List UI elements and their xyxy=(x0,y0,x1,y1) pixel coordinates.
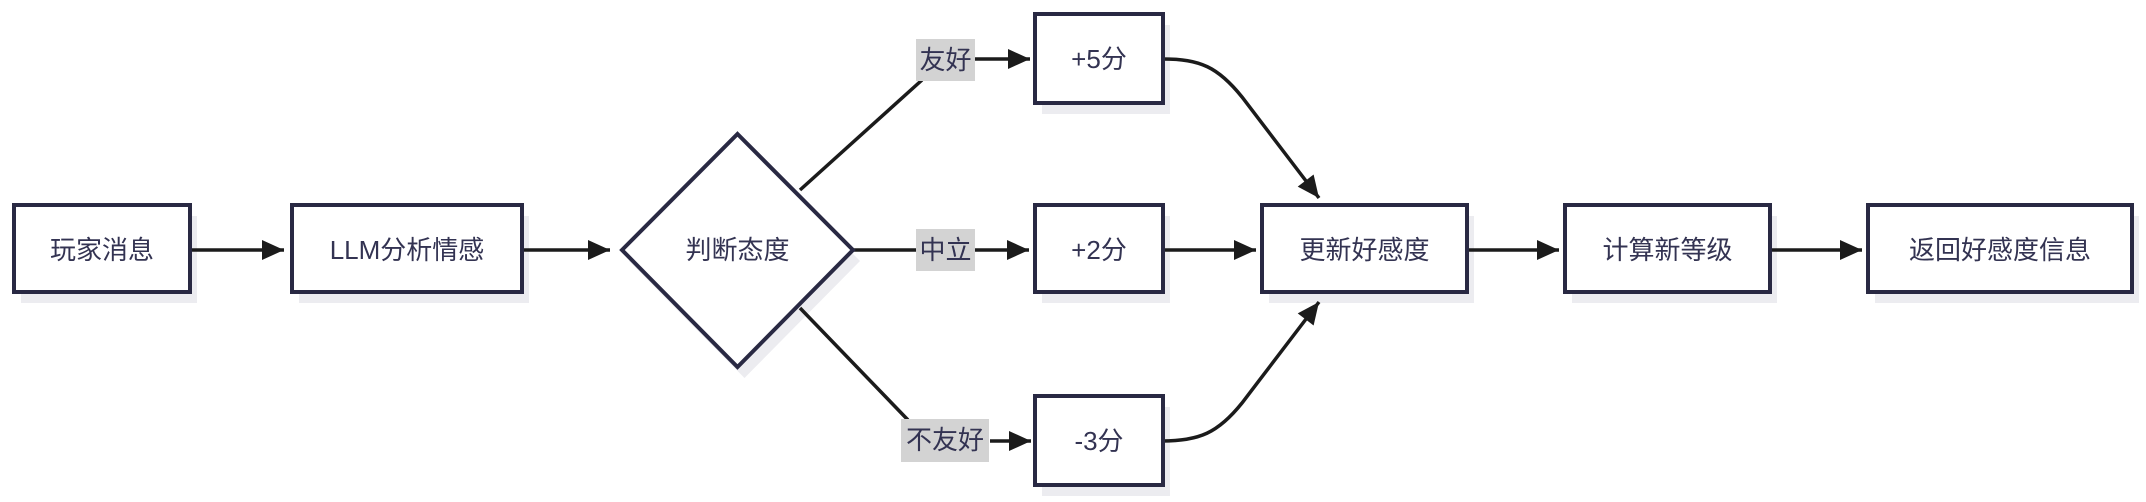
node-player-message-label: 玩家消息 xyxy=(50,235,154,265)
node-plus5-label: +5分 xyxy=(1071,44,1127,74)
node-plus5: +5分 xyxy=(1033,12,1165,105)
node-judge-attitude: 判断态度 xyxy=(619,131,856,370)
node-judge-attitude-label: 判断态度 xyxy=(685,235,789,265)
edge-label-neutral-bg xyxy=(916,229,975,271)
node-llm-analyze-box xyxy=(290,203,524,294)
node-plus2-box xyxy=(1033,203,1165,294)
node-minus3-box xyxy=(1033,394,1165,487)
node-player-message: 玩家消息 xyxy=(12,203,192,294)
node-minus3-label: -3分 xyxy=(1074,426,1123,456)
edge-judge-to-plus5-diagonal xyxy=(798,78,924,192)
edge-label-unfriendly-bg xyxy=(901,419,989,462)
node-judge-attitude-diamond xyxy=(619,131,856,370)
node-player-message-box xyxy=(12,203,192,294)
node-minus3: -3分 xyxy=(1033,394,1165,487)
node-return-info: 返回好感度信息 xyxy=(1866,203,2134,294)
edge-label-friendly-text: 友好 xyxy=(919,45,971,75)
edge-judge-to-minus3-diagonal xyxy=(798,306,910,422)
edge-label-friendly-bg xyxy=(916,39,975,81)
node-update-favor-box xyxy=(1260,203,1469,294)
node-return-info-box xyxy=(1866,203,2134,294)
node-calc-level: 计算新等级 xyxy=(1563,203,1772,294)
node-plus2-label: +2分 xyxy=(1071,235,1127,265)
edge-label-unfriendly: 不友好 xyxy=(901,419,989,462)
node-llm-analyze-label: LLM分析情感 xyxy=(330,235,485,265)
edge-label-friendly: 友好 xyxy=(916,39,975,81)
edge-label-neutral-text: 中立 xyxy=(919,235,971,265)
edge-minus3-to-update xyxy=(1161,300,1321,443)
node-return-info-label: 返回好感度信息 xyxy=(1909,235,2091,265)
node-llm-analyze: LLM分析情感 xyxy=(290,203,524,294)
edge-plus5-to-update xyxy=(1162,57,1321,200)
edge-label-unfriendly-text: 不友好 xyxy=(906,425,984,455)
node-calc-level-label: 计算新等级 xyxy=(1602,235,1732,265)
node-plus2: +2分 xyxy=(1033,203,1165,294)
node-calc-level-box xyxy=(1563,203,1772,294)
node-update-favor-label: 更新好感度 xyxy=(1299,235,1429,265)
edge-label-neutral: 中立 xyxy=(916,229,975,271)
node-update-favor: 更新好感度 xyxy=(1260,203,1469,294)
node-plus5-box xyxy=(1033,12,1165,105)
